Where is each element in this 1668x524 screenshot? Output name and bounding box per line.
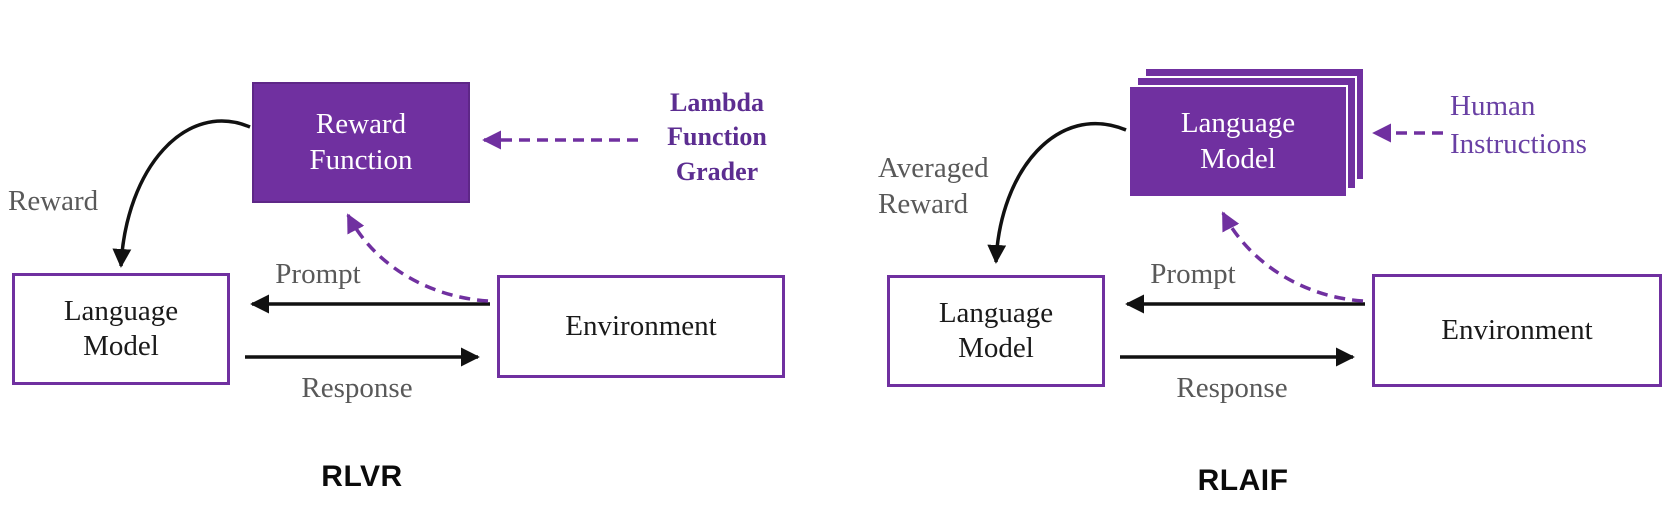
- reward-label: Reward: [8, 185, 99, 217]
- prompt-label: Prompt: [1150, 258, 1236, 290]
- response-label: Response: [301, 372, 413, 404]
- lambda-function-grader-label: Lambda Function Grader: [667, 88, 767, 186]
- language-model-box: Language Model: [887, 275, 1105, 387]
- rlvr-reward-curve-arrow: [112, 119, 251, 268]
- rlaif-env-to-model-dashed-curve: [1221, 211, 1364, 303]
- response-label: Response: [1176, 372, 1288, 404]
- rlvr-env-to-reward-dashed-curve: [346, 213, 489, 303]
- prompt-label: Prompt: [275, 258, 361, 290]
- environment-box: Environment: [497, 275, 785, 378]
- language-model-stack-box: Language Model: [1128, 85, 1348, 198]
- language-model-box: Language Model: [12, 273, 230, 385]
- human-instructions-label: Human Instructions: [1450, 90, 1587, 160]
- rlaif-title: RLAIF: [1197, 464, 1289, 497]
- rlaif-reward-curve-arrow: [987, 122, 1127, 264]
- rlvr-title: RLVR: [321, 460, 403, 493]
- environment-box: Environment: [1372, 274, 1662, 387]
- reward-function-box: Reward Function: [252, 82, 470, 203]
- averaged-reward-label: Averaged Reward: [878, 152, 989, 221]
